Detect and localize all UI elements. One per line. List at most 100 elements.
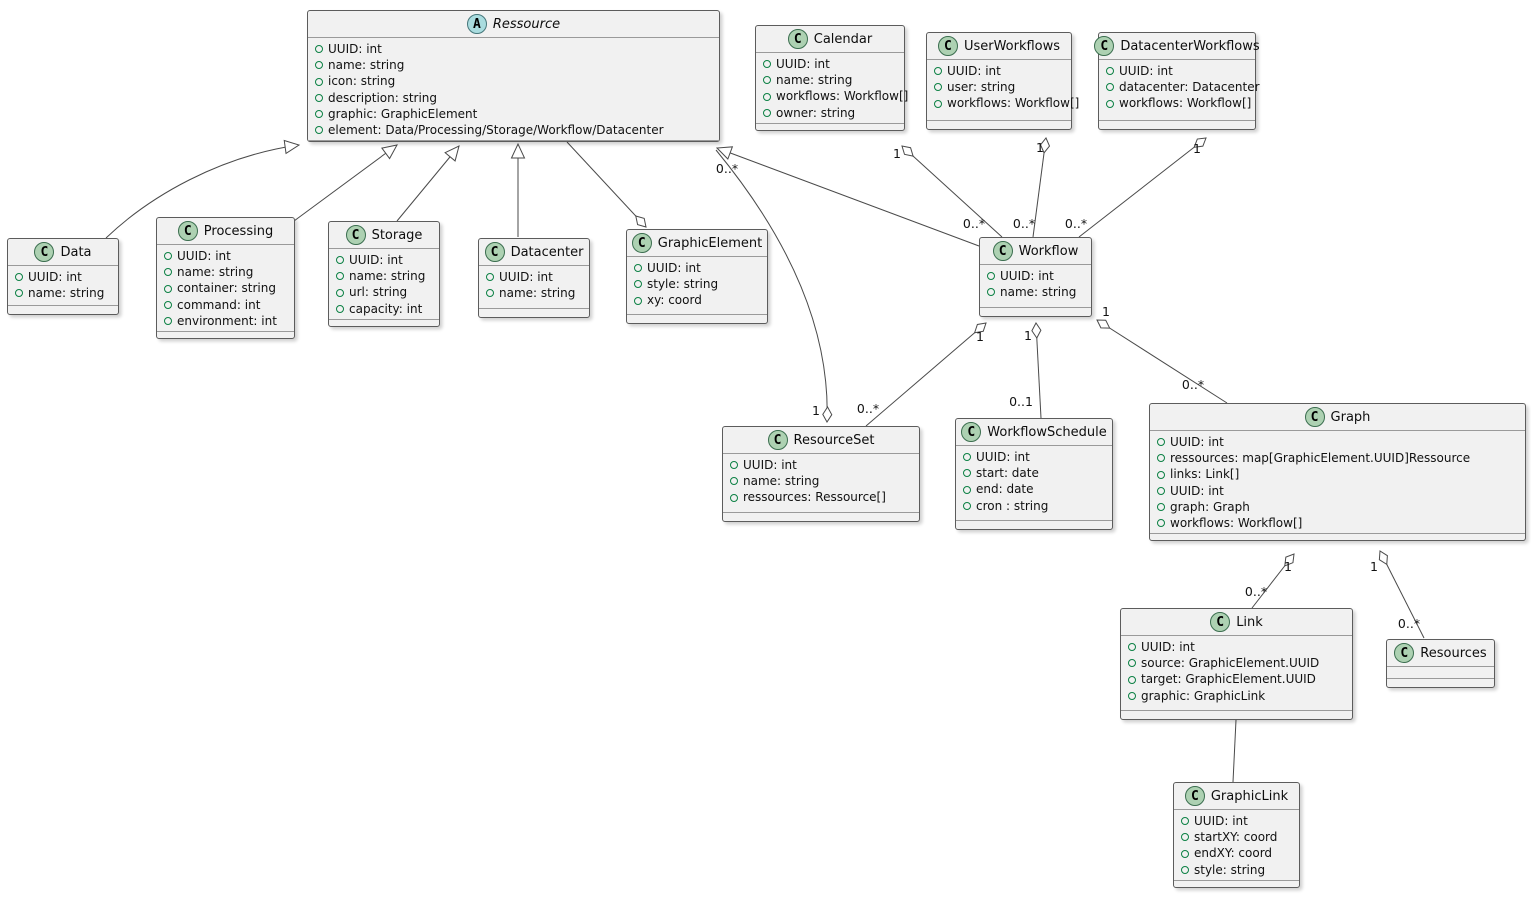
multiplicity-label: 1 [1036, 140, 1044, 155]
multiplicity-label: 1 [812, 403, 820, 418]
multiplicity-label: 0..* [857, 401, 879, 416]
attribute-text: ressources: Ressource[] [743, 490, 886, 505]
attribute-row: endXY: coord [1181, 845, 1293, 861]
attribute-row: UUID: int [987, 268, 1085, 284]
methods-compartment [329, 318, 439, 328]
attribute-row: start: date [963, 465, 1106, 481]
methods-compartment [723, 512, 919, 521]
field-visibility-icon [315, 93, 323, 102]
multiplicity-label: 1 [1370, 559, 1378, 574]
attribute-row: UUID: int [1157, 483, 1519, 499]
field-visibility-icon [634, 280, 642, 289]
field-visibility-icon [1128, 659, 1136, 668]
field-visibility-icon [987, 288, 995, 297]
multiplicity-label: 1 [1284, 559, 1292, 574]
edge-agg-workflow-graph [1096, 319, 1228, 404]
attribute-row: target: GraphicElement.UUID [1128, 671, 1346, 687]
edge-gen-workflow-ressource [715, 146, 980, 247]
attribute-text: name: string [28, 286, 105, 301]
class-circle-icon: C [1184, 786, 1205, 806]
attribute-text: container: string [177, 281, 276, 296]
attribute-text: cron : string [976, 498, 1049, 513]
class-title: C DatacenterWorkflows [1094, 33, 1260, 60]
attribute-text: name: string [177, 265, 254, 280]
field-visibility-icon [164, 268, 172, 277]
attribute-row: UUID: int [1106, 63, 1249, 79]
attribute-text: UUID: int [743, 458, 797, 472]
field-visibility-icon [164, 252, 172, 261]
attribute-text: environment: int [177, 313, 277, 328]
methods-compartment [756, 122, 904, 132]
attribute-text: workflows: Workflow[] [1119, 96, 1252, 111]
attribute-row: UUID: int [730, 457, 913, 473]
multiplicity-label: 0..1 [1009, 394, 1033, 409]
attribute-row: cron : string [963, 498, 1106, 514]
attribute-text: UUID: int [177, 249, 231, 263]
attribute-text: UUID: int [1170, 483, 1224, 498]
class-circle-icon: C [787, 29, 808, 49]
attribute-text: user: string [947, 80, 1016, 95]
attribute-text: UUID: int [328, 42, 382, 56]
class-name: Data [60, 244, 92, 260]
class-name: DatacenterWorkflows [1120, 38, 1260, 54]
class-name: Datacenter [510, 244, 584, 260]
attribute-text: xy: coord [647, 293, 702, 308]
attribute-text: UUID: int [947, 64, 1001, 78]
class-circle-icon: C [1094, 36, 1115, 56]
attribute-text: workflows: Workflow[] [947, 96, 1080, 111]
field-visibility-icon [164, 300, 172, 309]
attribute-row: style: string [634, 276, 761, 292]
field-visibility-icon [963, 501, 971, 510]
attribute-row: name: string [164, 264, 288, 280]
attribute-row: UUID: int [934, 63, 1065, 79]
attribute-row: user: string [934, 79, 1065, 95]
attribute-text: style: string [1194, 862, 1266, 877]
field-visibility-icon [934, 83, 942, 92]
attribute-row: name: string [336, 268, 433, 284]
field-visibility-icon [164, 316, 172, 325]
attribute-row: workflows: Workflow[] [1106, 95, 1252, 111]
attribute-row: workflows: Workflow[] [763, 88, 908, 104]
field-visibility-icon [315, 45, 323, 54]
edge-gen-storage-ressource [396, 145, 460, 222]
field-visibility-icon [1157, 438, 1165, 447]
attribute-row: name: string [730, 473, 913, 489]
class-circle-icon: C [177, 221, 198, 241]
field-visibility-icon [1128, 675, 1136, 684]
field-visibility-icon [934, 99, 942, 108]
attribute-row: container: string [164, 280, 288, 296]
field-visibility-icon [486, 289, 494, 298]
multiplicity-label: 1 [1102, 304, 1110, 319]
methods-compartment [627, 314, 767, 323]
attribute-row: startXY: coord [1181, 829, 1293, 845]
attribute-text: UUID: int [1170, 435, 1224, 449]
methods-compartment [479, 308, 589, 317]
class-circle-icon: C [937, 36, 958, 56]
edge-agg-ressource-graphicelement [566, 141, 647, 228]
class-name: Link [1236, 614, 1263, 630]
attribute-text: end: date [976, 482, 1034, 497]
attribute-row: name: string [15, 285, 112, 301]
edge-agg-graph-resources [1378, 550, 1425, 639]
field-visibility-icon [336, 288, 344, 297]
attribute-row: UUID: int [1157, 434, 1519, 450]
class-circle-icon: C [1394, 643, 1415, 663]
class-circle-icon: C [484, 242, 505, 262]
attribute-row: UUID: int [963, 449, 1106, 465]
attribute-row: UUID: int [336, 252, 433, 268]
class-title: C GraphicLink [1174, 783, 1299, 810]
class-name: GraphicLink [1210, 788, 1289, 804]
attribute-row: style: string [1181, 862, 1293, 878]
attribute-row: graphic: GraphicElement [315, 106, 713, 122]
